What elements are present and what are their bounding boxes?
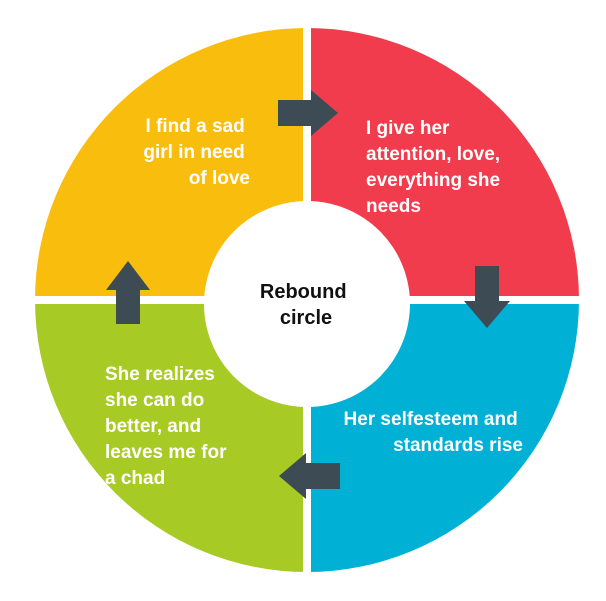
arrow-right-icon [278, 90, 338, 136]
arrow-up-icon [106, 261, 150, 324]
step-label-top-left: I find a sad girl in need of love [143, 116, 250, 189]
arrow-down-icon [464, 266, 510, 328]
center-title: Rebound circle [260, 281, 352, 329]
step-label-top-right: I give her attention, love, everything s… [366, 118, 505, 217]
center-circle [204, 201, 410, 407]
step-label-bottom-right: Her selfesteem and standards rise [343, 409, 523, 456]
arrow-left-icon [279, 453, 340, 499]
step-label-bottom-left: She realizes she can do better, and leav… [105, 364, 232, 489]
